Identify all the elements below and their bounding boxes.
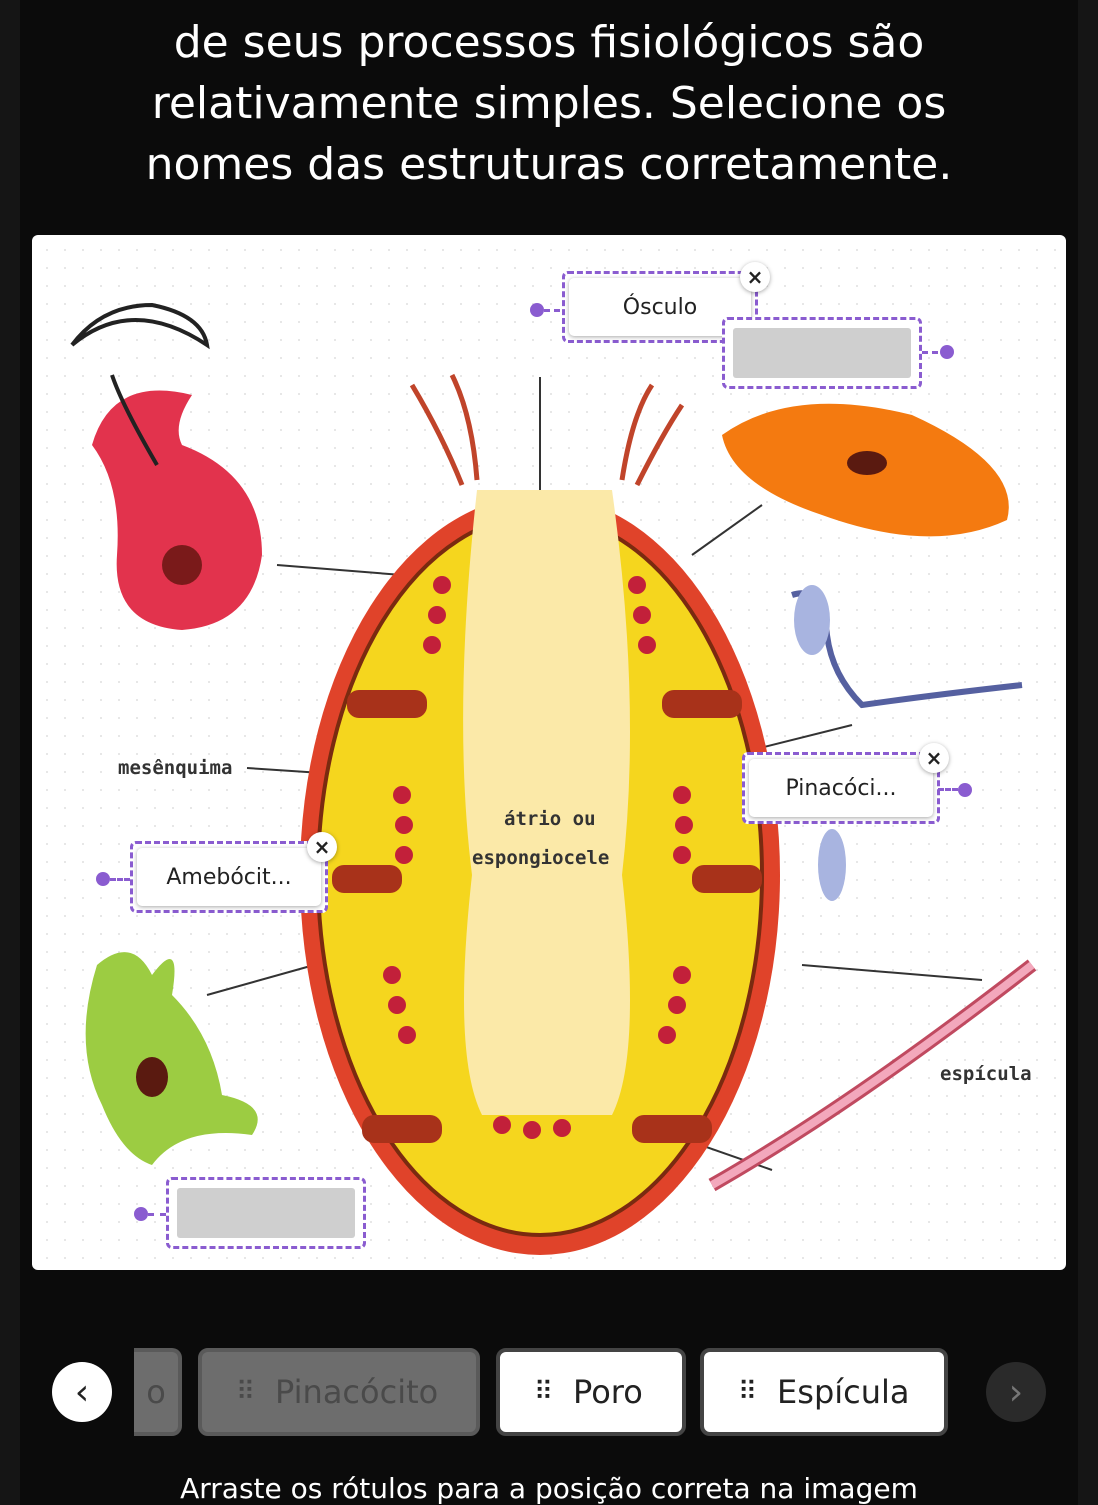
option-label-espicula: Espícula (777, 1373, 910, 1411)
drop-zone-amebocito[interactable]: Amebócit... (130, 841, 328, 913)
option-chip-espicula[interactable]: ⠿ Espícula (700, 1348, 948, 1436)
atrio-label-line1: átrio ou (504, 808, 596, 830)
anchor-line-right (938, 788, 958, 791)
anchor-top-right (940, 345, 954, 359)
anchor-right (958, 783, 972, 797)
question-line-2: relativamente simples. Selecione os (151, 78, 947, 129)
option-label-pinacocito: Pinacócito (275, 1373, 439, 1411)
sponge-diagram (70, 302, 1037, 1255)
question-line-1: de seus processos fisiológicos são (173, 17, 925, 68)
diagram-canvas: mesênquima átrio ou espongiocele espícul… (32, 235, 1066, 1270)
placed-label-amebocito[interactable]: Amebócit... (137, 848, 321, 906)
option-label-poro: Poro (573, 1373, 643, 1411)
drop-zone-pinacocito[interactable]: Pinacóci... (742, 752, 940, 824)
remove-amebocito-close-icon[interactable]: × (307, 832, 337, 862)
drag-handle-icon: ⠿ (738, 1377, 757, 1407)
option-chip-partial-label: o (146, 1373, 166, 1411)
espicula-label: espícula (940, 1063, 1032, 1085)
option-chip-pinacocito[interactable]: ⠿ Pinacócito (198, 1348, 480, 1436)
atrio-label-line2: espongiocele (472, 847, 610, 869)
right-edge (1078, 0, 1098, 1505)
anchor-line-left (110, 878, 130, 881)
anchor-top (530, 303, 544, 317)
placed-label-osculo[interactable]: Ósculo (569, 278, 751, 336)
chevron-right-icon: › (1008, 1371, 1024, 1413)
anchor-line-top (544, 309, 560, 312)
anchor-line-bottom-left (148, 1213, 166, 1216)
drag-handle-icon: ⠿ (236, 1377, 255, 1407)
question-line-3: nomes das estruturas corretamente. (145, 139, 953, 190)
remove-pinacocito-close-icon[interactable]: × (919, 743, 949, 773)
left-edge (0, 0, 20, 1505)
chevron-left-icon: ‹ (74, 1371, 90, 1413)
remove-osculo-close-icon[interactable]: × (740, 262, 770, 292)
anchor-left (96, 872, 110, 886)
drag-handle-icon: ⠿ (534, 1377, 553, 1407)
next-options-button[interactable]: › (986, 1362, 1046, 1422)
empty-slot (733, 328, 911, 378)
question-text: de seus processos fisiológicos são relat… (30, 12, 1068, 195)
placed-label-pinacocito[interactable]: Pinacóci... (749, 759, 933, 817)
empty-slot (177, 1188, 355, 1238)
instruction-footer: Arraste os rótulos para a posição corret… (180, 1472, 918, 1505)
anchor-bottom-left (134, 1207, 148, 1221)
option-chip-partial[interactable]: o (134, 1348, 182, 1436)
drop-zone-top-right[interactable] (722, 317, 922, 389)
drop-zone-bottom-left[interactable] (166, 1177, 366, 1249)
option-chip-poro[interactable]: ⠿ Poro (496, 1348, 686, 1436)
anchor-line-top-right (922, 351, 938, 354)
mesenquima-label: mesênquima (118, 757, 233, 779)
prev-options-button[interactable]: ‹ (52, 1362, 112, 1422)
